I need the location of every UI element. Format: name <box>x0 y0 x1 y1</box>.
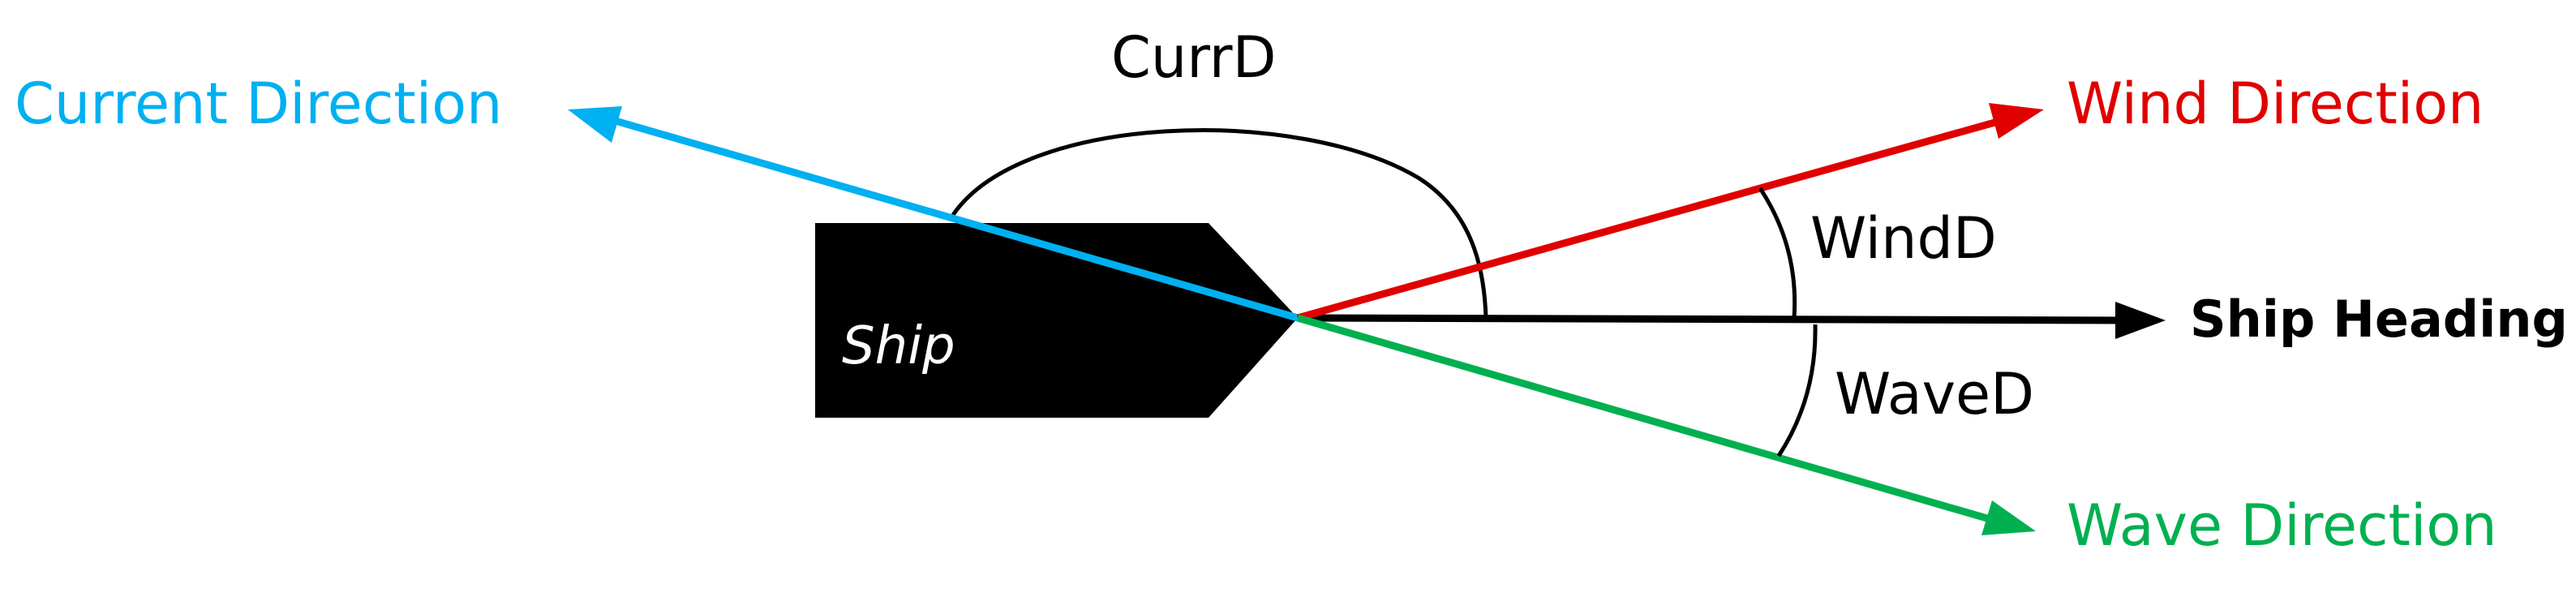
wave-arrowhead <box>1981 500 2036 535</box>
wind-arrowhead <box>1989 103 2044 139</box>
wave-line <box>1296 314 1997 525</box>
wave-angle-label: WaveD <box>1835 361 2034 427</box>
wind-direction-label: Wind Direction <box>2067 71 2484 137</box>
heading-line <box>1297 314 2126 324</box>
wind-line <box>1296 116 2005 322</box>
current-angle-arc <box>951 128 1488 319</box>
wave-angle-arc <box>1776 324 1818 457</box>
ship-heading-label: Ship Heading <box>2190 290 2568 349</box>
current-arrowhead <box>568 106 622 143</box>
curr-angle-label: CurrD <box>1111 24 1276 91</box>
heading-arrowhead <box>2115 302 2166 339</box>
ship-label: Ship <box>842 316 955 376</box>
wind-angle-arc <box>1758 187 1797 319</box>
wave-direction-label: Wave Direction <box>2067 492 2497 559</box>
wind-angle-label: WindD <box>1810 205 1997 272</box>
current-line <box>603 114 1299 322</box>
current-direction-label: Current Direction <box>15 71 502 137</box>
ship-hull <box>815 223 1298 418</box>
